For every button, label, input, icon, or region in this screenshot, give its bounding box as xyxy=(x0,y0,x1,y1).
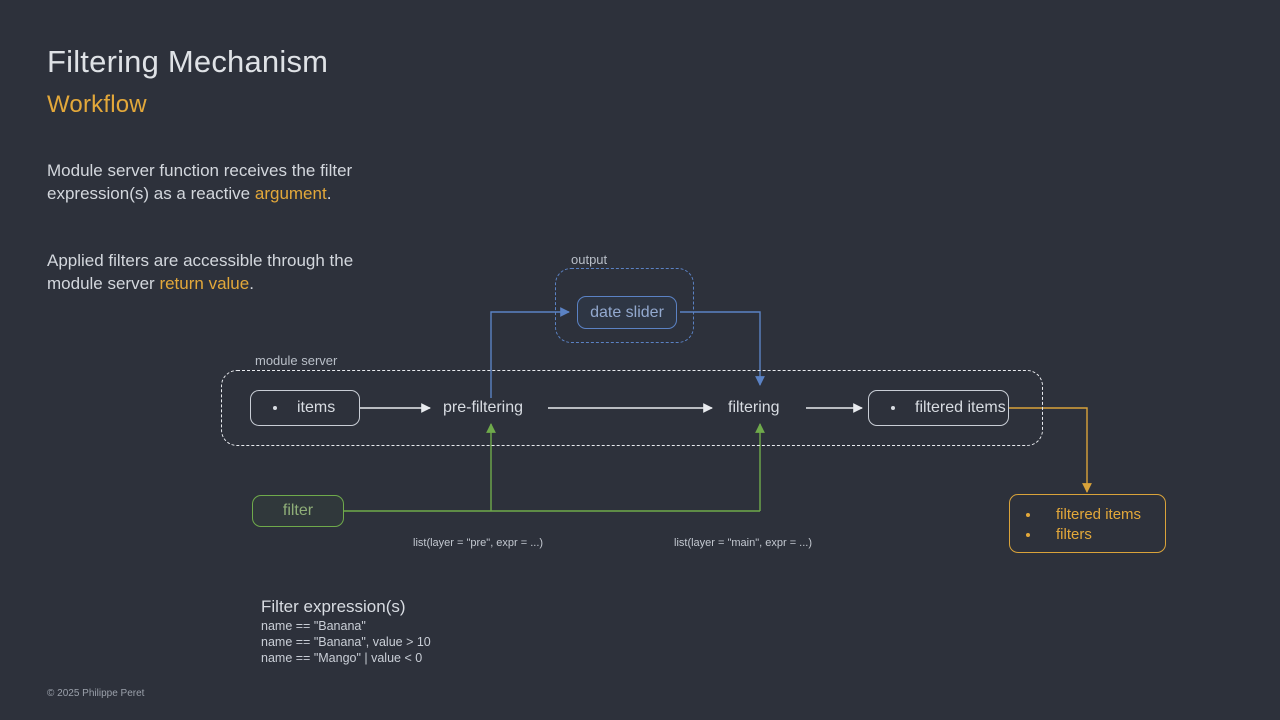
paragraph-one: Module server function receives the filt… xyxy=(47,160,392,205)
filter-expressions-title: Filter expression(s) xyxy=(261,597,406,616)
filter-expression-line: name == "Mango" | value < 0 xyxy=(261,651,423,665)
page-subtitle: Workflow xyxy=(47,91,147,118)
return-filtered-items-label: filtered items xyxy=(1056,506,1142,523)
module-server-group-label: module server xyxy=(255,353,338,368)
date-slider-label: date slider xyxy=(590,303,664,321)
filter-expressions-block: Filter expression(s) name == "Banana" na… xyxy=(261,596,431,666)
output-group-label: output xyxy=(571,252,608,267)
pre-filtering-label: pre-filtering xyxy=(443,399,524,416)
paragraph-one-tail: . xyxy=(326,183,332,203)
paragraph-two-text: Applied filters are accessible through t… xyxy=(47,251,354,293)
paragraph-one-text: Module server function receives the filt… xyxy=(47,161,353,203)
filter-node[interactable]: filter xyxy=(252,495,344,527)
items-bullet-icon xyxy=(273,406,277,410)
module-server-group-box xyxy=(221,370,1043,446)
page-title: Filtering Mechanism xyxy=(47,44,329,79)
filtered-items-label: filtered items xyxy=(915,399,1006,416)
paragraph-one-accent: argument xyxy=(254,183,327,203)
return-value-row-two: filters xyxy=(1010,525,1165,545)
paragraph-two: Applied filters are accessible through t… xyxy=(47,250,392,295)
list-pre-label: list(layer = "pre", expr = ...) xyxy=(413,537,544,549)
list-main-label: list(layer = "main", expr = ...) xyxy=(674,537,813,549)
paragraph-two-accent: return value xyxy=(159,273,250,293)
filtered-items-bullet-icon xyxy=(891,406,895,410)
return-filters-label: filters xyxy=(1056,526,1092,543)
date-slider-node[interactable]: date slider xyxy=(577,296,677,329)
filter-label: filter xyxy=(282,502,314,519)
items-node[interactable]: items xyxy=(250,390,360,426)
items-label: items xyxy=(297,399,336,416)
return-filters-bullet-icon xyxy=(1026,533,1030,537)
filtered-items-node[interactable]: filtered items xyxy=(868,390,1009,426)
output-group-box xyxy=(555,268,694,343)
filter-expression-line: name == "Banana", value > 10 xyxy=(261,635,431,649)
return-filtered-items-bullet-icon xyxy=(1026,513,1030,517)
return-value-node[interactable]: filtered items filters xyxy=(1009,494,1166,553)
filter-expression-line: name == "Banana" xyxy=(261,619,366,633)
copyright-footer: © 2025 Philippe Peret xyxy=(47,688,145,699)
paragraph-two-tail: . xyxy=(249,273,254,293)
return-value-row-one: filtered items xyxy=(1010,505,1165,525)
filtering-label: filtering xyxy=(728,399,780,416)
